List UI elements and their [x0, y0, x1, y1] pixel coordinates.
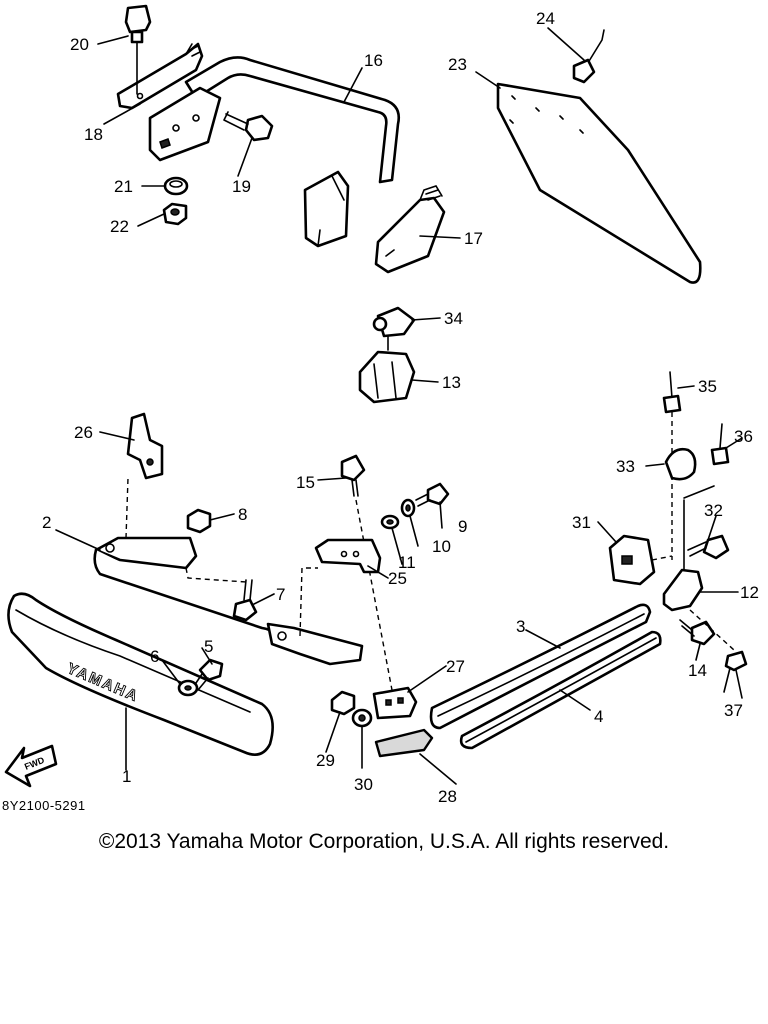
- windshield-23: [496, 82, 702, 284]
- callout-7: 7: [276, 585, 285, 604]
- grab-handle-16: [148, 56, 400, 248]
- callout-31: 31: [572, 513, 591, 532]
- grommet-33: [664, 447, 697, 481]
- callout-9: 9: [458, 517, 467, 536]
- callout-37: 37: [724, 701, 743, 720]
- callout-20: 20: [70, 35, 89, 54]
- callout-35: 35: [698, 377, 717, 396]
- forward-arrow-icon: FWD: [4, 744, 58, 788]
- callout-28: 28: [438, 787, 457, 806]
- bracket-17: [374, 185, 446, 274]
- callout-24: 24: [536, 9, 555, 28]
- bolt-20: [124, 4, 152, 95]
- nut-21: [163, 176, 189, 196]
- bolt-9: [415, 482, 450, 507]
- bracket-27: [372, 686, 418, 720]
- rail-strip-3: [429, 603, 652, 730]
- bolt-15: [340, 454, 393, 691]
- callout-13: 13: [442, 373, 461, 392]
- callout-1: 1: [122, 767, 131, 786]
- rivet-35: [662, 371, 682, 560]
- callout-3: 3: [516, 617, 525, 636]
- callout-25: 25: [388, 569, 407, 588]
- parts-diagram: YAMAHA: [4, 4, 759, 806]
- callout-32: 32: [704, 501, 723, 520]
- nut-8: [186, 508, 212, 534]
- callout-18: 18: [84, 125, 103, 144]
- clamp-13: [358, 350, 416, 404]
- bolt-7: [232, 579, 258, 622]
- washer-10: [400, 498, 416, 518]
- callout-8: 8: [238, 505, 247, 524]
- callout-22: 22: [110, 217, 129, 236]
- washer-6: [177, 679, 199, 697]
- bracket-26: [126, 412, 164, 480]
- copyright-notice: ©2013 Yamaha Motor Corporation, U.S.A. A…: [98, 830, 670, 853]
- callout-21: 21: [114, 177, 133, 196]
- bracket-12: [662, 485, 715, 612]
- front-bumper-1: YAMAHA: [7, 592, 274, 771]
- bolt-32: [687, 534, 730, 560]
- callout-10: 10: [432, 537, 451, 556]
- nut-29: [330, 690, 356, 716]
- callout-6: 6: [150, 647, 159, 666]
- callout-17: 17: [464, 229, 483, 248]
- callout-29: 29: [316, 751, 335, 770]
- rivet-37: [689, 609, 748, 693]
- callout-33: 33: [616, 457, 635, 476]
- callout-30: 30: [354, 775, 373, 794]
- callout-15: 15: [296, 473, 315, 492]
- callout-27: 27: [446, 657, 465, 676]
- washer-30: [351, 708, 373, 769]
- callout-labels: 1 2 3 4 5 6 7 8 9 10 11 12 13 14 15 16 1…: [42, 9, 759, 806]
- callout-2: 2: [42, 513, 51, 532]
- callout-26: 26: [74, 423, 93, 442]
- callout-23: 23: [448, 55, 467, 74]
- washer-11: [380, 514, 400, 530]
- cover-31: [608, 534, 673, 586]
- leader-lines: [55, 27, 743, 785]
- callout-12: 12: [740, 583, 759, 602]
- diagram-reference-code: 8Y2100-5291: [2, 798, 86, 813]
- callout-11: 11: [398, 553, 416, 572]
- callout-34: 34: [444, 309, 463, 328]
- bracket-18: [116, 42, 204, 110]
- bumper-frame-2: [93, 477, 364, 666]
- clip-34: [372, 306, 416, 351]
- nut-22: [162, 202, 188, 226]
- bolt-19: [223, 111, 274, 142]
- callout-4: 4: [594, 707, 603, 726]
- callout-16: 16: [364, 51, 383, 70]
- pad-28: [374, 728, 434, 758]
- callout-5: 5: [204, 637, 213, 656]
- callout-14: 14: [688, 661, 707, 680]
- rivet-36: [710, 423, 730, 466]
- callout-19: 19: [232, 177, 251, 196]
- bolt-14: [679, 619, 716, 646]
- callout-36: 36: [734, 427, 753, 446]
- rivet-24: [572, 29, 605, 84]
